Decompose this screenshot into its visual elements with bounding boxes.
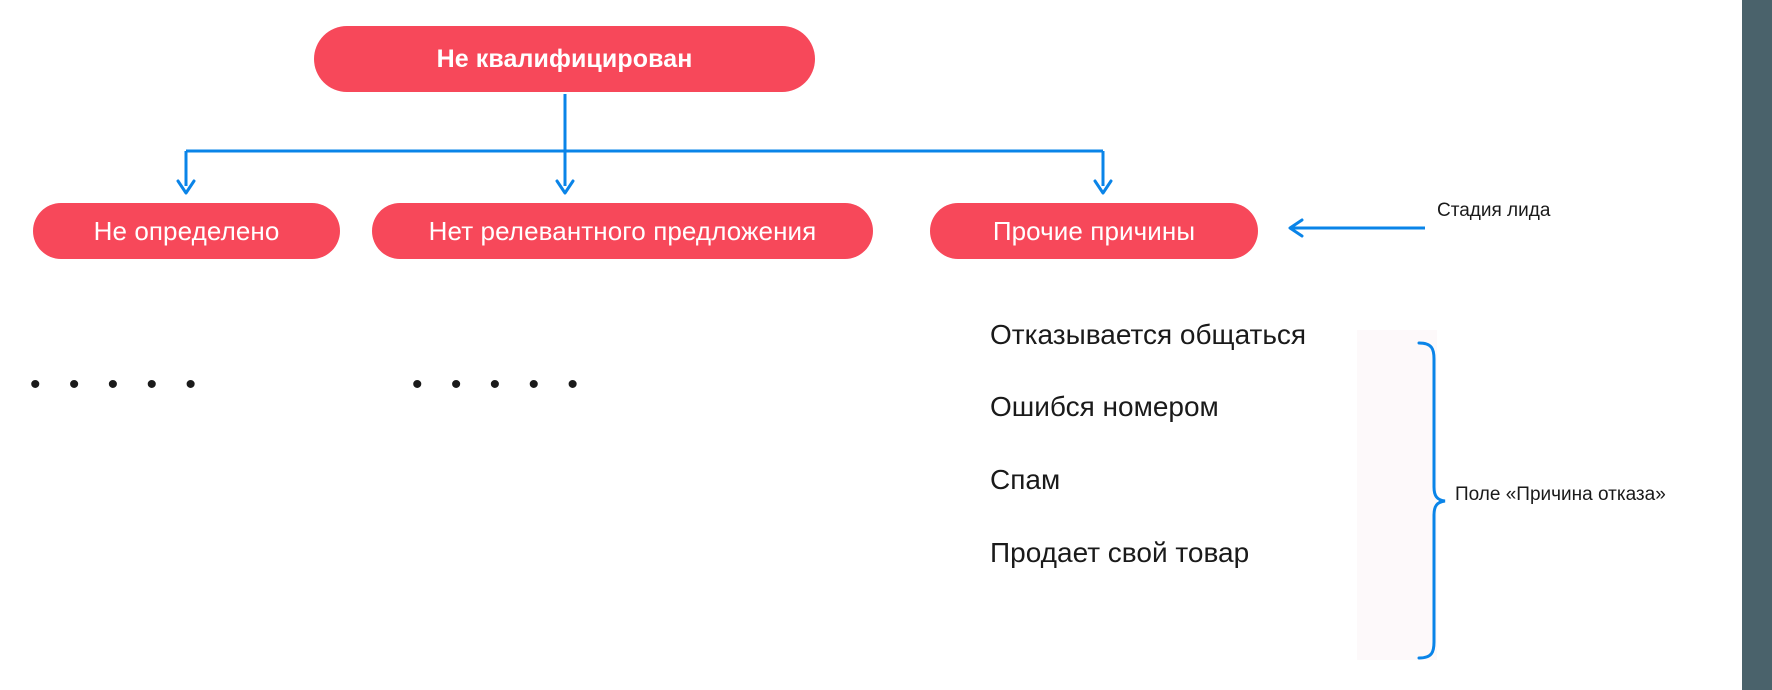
node-stage-ne-opredeleno[interactable]: Не определено (33, 203, 340, 259)
reason-item-oshibsya-nomerom[interactable]: Ошибся номером (990, 391, 1219, 422)
right-edge-rail (1742, 0, 1772, 690)
annotation-pole-prichina-otkaza: Поле «Причина отказа» (1455, 484, 1666, 505)
annotation-stage-lida: Стадия лида (1437, 200, 1551, 221)
node-stage-prochie-prichiny[interactable]: Прочие причины (930, 203, 1258, 259)
node-stage-net-relevantnogo-predlozheniya[interactable]: Нет релевантного предложения (372, 203, 873, 259)
continuation-dots-2: • • • • • (412, 368, 588, 401)
reason-list-backdrop (1357, 330, 1437, 660)
continuation-dots-1: • • • • • (30, 368, 206, 401)
reason-item-prodaet-svoy-tovar[interactable]: Продает свой товар (990, 537, 1250, 568)
reason-item-spam[interactable]: Спам (990, 464, 1061, 495)
node-root[interactable]: Не квалифицирован (314, 26, 815, 92)
reason-item-otkazyvaetsya-obshchatsya[interactable]: Отказывается общаться (990, 319, 1307, 350)
